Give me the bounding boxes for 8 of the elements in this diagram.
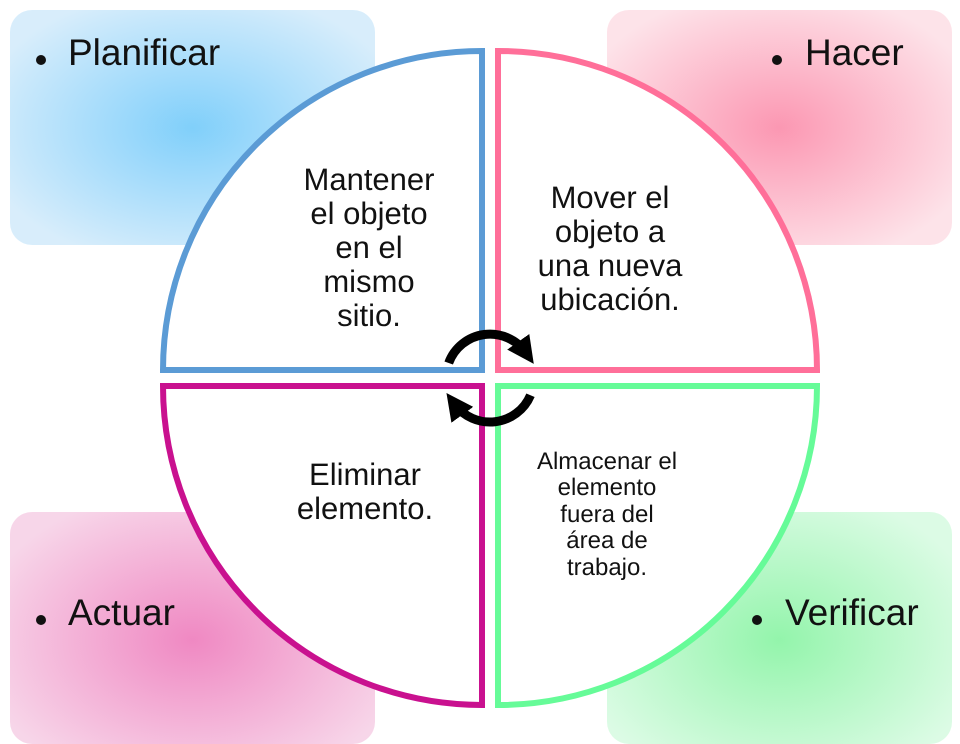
phase-label: Verificar — [785, 592, 919, 634]
quadrant-text: Eliminar elemento. — [296, 458, 434, 526]
phase-label: Actuar — [68, 592, 175, 634]
quadrant-text: Almacenar el elemento fuera del área de trabajo. — [536, 447, 678, 583]
quadrant-text: Mover el objeto a una nueva ubicación. — [536, 181, 684, 318]
phase-label: Hacer — [805, 32, 904, 74]
phase-label: Planificar — [68, 32, 220, 74]
quadrant-text: Mantener el objeto en el mismo sitio. — [302, 163, 436, 334]
